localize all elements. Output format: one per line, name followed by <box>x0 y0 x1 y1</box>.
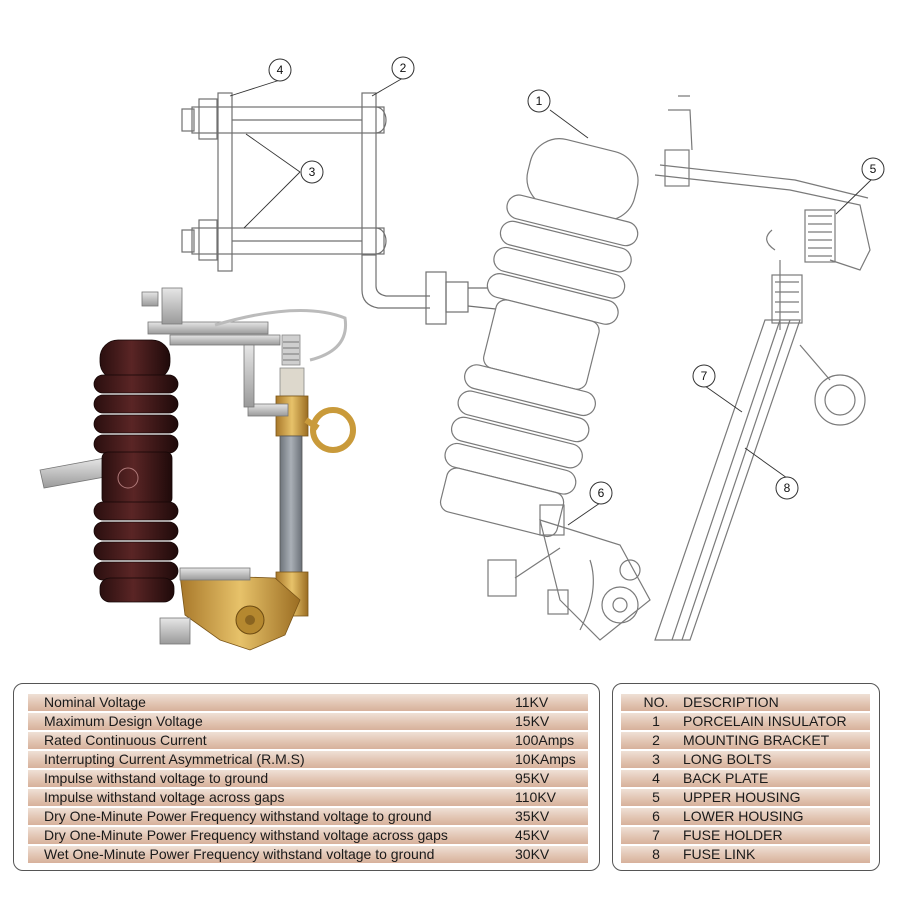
callout-2: 2 <box>391 56 415 80</box>
specifications-table: Nominal Voltage 11KV Maximum Design Volt… <box>13 683 600 871</box>
parts-row: 4 BACK PLATE <box>621 770 870 787</box>
callout-3-label: 3 <box>309 165 316 179</box>
parts-row: 8 FUSE LINK <box>621 846 870 863</box>
spec-label: Dry One-Minute Power Frequency withstand… <box>44 808 432 824</box>
part-number: 1 <box>652 713 660 729</box>
spec-value: 110KV <box>515 789 556 805</box>
callout-8: 8 <box>775 476 799 500</box>
callout-5: 5 <box>861 157 885 181</box>
spec-label: Interrupting Current Asymmetrical (R.M.S… <box>44 751 305 767</box>
parts-row: 1 PORCELAIN INSULATOR <box>621 713 870 730</box>
spec-row: Rated Continuous Current 100Amps <box>28 732 588 749</box>
spec-label: Dry One-Minute Power Frequency withstand… <box>44 827 448 843</box>
spec-label: Maximum Design Voltage <box>44 713 203 729</box>
fuse-cutout-diagram: 4 2 3 1 5 7 8 6 <box>39 56 885 651</box>
fuse-holder-drawing <box>487 95 871 641</box>
spec-label: Wet One-Minute Power Frequency withstand… <box>44 846 435 862</box>
fuse-cutout-photo <box>39 287 356 651</box>
parts-row: 6 LOWER HOUSING <box>621 808 870 825</box>
callout-4-label: 4 <box>277 63 284 77</box>
mounting-assembly-drawing <box>181 92 510 325</box>
spec-label: Rated Continuous Current <box>44 732 207 748</box>
parts-list-table: NO. DESCRIPTION 1 PORCELAIN INSULATOR 2 … <box>612 683 880 871</box>
part-description: LOWER HOUSING <box>683 808 804 824</box>
part-number: 2 <box>652 732 660 748</box>
spec-label: Impulse withstand voltage across gaps <box>44 789 285 805</box>
spec-value: 10KAmps <box>515 751 576 767</box>
spec-row: Impulse withstand voltage to ground 95KV <box>28 770 588 787</box>
spec-row: Nominal Voltage 11KV <box>28 694 588 711</box>
callout-7-label: 7 <box>701 369 708 383</box>
parts-row: 5 UPPER HOUSING <box>621 789 870 806</box>
part-number: 3 <box>652 751 660 767</box>
callout-4: 4 <box>268 58 292 82</box>
spec-value: 15KV <box>515 713 550 729</box>
spec-value: 100Amps <box>515 732 575 748</box>
parts-header-description: DESCRIPTION <box>683 694 779 710</box>
callout-8-label: 8 <box>784 481 791 495</box>
callout-5-label: 5 <box>870 162 877 176</box>
parts-header-row: NO. DESCRIPTION <box>621 694 870 711</box>
part-number: 4 <box>652 770 660 786</box>
part-number: 6 <box>652 808 660 824</box>
callout-2-label: 2 <box>400 61 407 75</box>
spec-label: Impulse withstand voltage to ground <box>44 770 269 786</box>
spec-row: Impulse withstand voltage across gaps 11… <box>28 789 588 806</box>
part-description: LONG BOLTS <box>683 751 772 767</box>
part-description: MOUNTING BRACKET <box>683 732 830 748</box>
spec-value: 11KV <box>515 694 549 710</box>
spec-row: Interrupting Current Asymmetrical (R.M.S… <box>28 751 588 768</box>
parts-row: 7 FUSE HOLDER <box>621 827 870 844</box>
part-number: 5 <box>652 789 660 805</box>
callout-6: 6 <box>589 481 613 505</box>
part-number: 8 <box>652 846 660 862</box>
parts-row: 3 LONG BOLTS <box>621 751 870 768</box>
spec-row: Dry One-Minute Power Frequency withstand… <box>28 827 588 844</box>
callout-7: 7 <box>692 364 716 388</box>
callout-1: 1 <box>527 89 551 113</box>
porcelain-insulator-drawing <box>439 138 639 538</box>
spec-label: Nominal Voltage <box>44 694 146 710</box>
part-number: 7 <box>652 827 660 843</box>
spec-row: Wet One-Minute Power Frequency withstand… <box>28 846 588 863</box>
spec-row: Dry One-Minute Power Frequency withstand… <box>28 808 588 825</box>
spec-value: 35KV <box>515 808 550 824</box>
spec-value: 95KV <box>515 770 550 786</box>
part-description: PORCELAIN INSULATOR <box>683 713 847 729</box>
parts-row: 2 MOUNTING BRACKET <box>621 732 870 749</box>
spec-value: 45KV <box>515 827 550 843</box>
part-description: FUSE HOLDER <box>683 827 783 843</box>
spec-row: Maximum Design Voltage 15KV <box>28 713 588 730</box>
parts-header-no: NO. <box>643 694 669 710</box>
part-description: BACK PLATE <box>683 770 769 786</box>
spec-value: 30KV <box>515 846 550 862</box>
callout-6-label: 6 <box>598 486 605 500</box>
callout-1-label: 1 <box>536 94 543 108</box>
callout-3: 3 <box>300 160 324 184</box>
callout-leaders <box>229 77 873 526</box>
part-description: UPPER HOUSING <box>683 789 801 805</box>
part-description: FUSE LINK <box>683 846 756 862</box>
